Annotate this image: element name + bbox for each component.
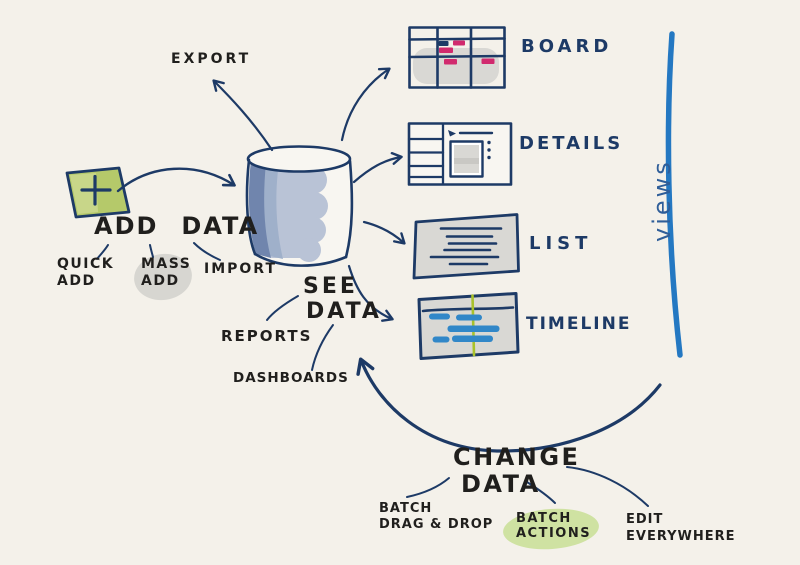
board-shading — [413, 48, 499, 84]
list-panel — [412, 213, 520, 280]
quick-add-label: QUICK ADD — [57, 256, 115, 289]
connector-change-to-edit — [566, 466, 649, 507]
arrow-sticky-to-database — [116, 167, 236, 193]
timeline-bars — [429, 313, 500, 343]
list-lines — [429, 227, 503, 266]
batch-drag-drop-label: BATCH DRAG & DROP — [379, 501, 494, 532]
plus-icon — [80, 174, 112, 206]
arrow-database-to-details — [352, 151, 403, 184]
cylinder-top — [246, 145, 352, 173]
connector-data-to-import — [193, 242, 221, 261]
connector-see-to-reports — [266, 295, 299, 321]
import-label: IMPORT — [204, 261, 278, 277]
timeline-header-line — [421, 306, 515, 313]
dashboards-label: DASHBOARDS — [233, 370, 349, 386]
data-word: DATA — [181, 212, 260, 240]
details-dots — [487, 140, 491, 160]
reports-label: REPORTS — [221, 327, 313, 345]
arrow-database-to-export — [212, 79, 274, 152]
view-label-board: BOARD — [521, 36, 613, 57]
views-bracket-line — [665, 31, 683, 358]
view-label-details: DETAILS — [519, 133, 624, 154]
edit-everywhere-label: EDIT EVERYWHERE — [626, 512, 736, 544]
add-word: ADD — [94, 212, 159, 240]
batch-actions-label: BATCH ACTIONS — [516, 511, 592, 541]
view-label-timeline: TIMELINE — [526, 314, 632, 334]
arrow-change-to-see — [356, 357, 662, 453]
connector-change-to-batch-drag — [406, 477, 450, 498]
board-view-thumbnail-icon — [408, 26, 506, 89]
connector-add-to-quick-add — [96, 244, 109, 260]
details-cursor-icon — [448, 130, 456, 137]
connector-change-to-batch-actions — [526, 481, 556, 504]
details-view-thumbnail-icon — [407, 122, 513, 186]
see-data-title: SEE DATA — [303, 274, 382, 324]
mass-add-label: MASS ADD — [141, 256, 192, 289]
arrow-database-to-board — [340, 67, 391, 142]
arrow-database-to-list — [362, 220, 406, 245]
view-label-list: LIST — [529, 233, 593, 254]
board-cards-pink — [439, 40, 495, 65]
arrow-database-to-timeline — [347, 264, 394, 322]
plus-sticky-note-icon — [65, 166, 131, 219]
cylinder-dark-band — [248, 160, 271, 258]
connector-see-to-dashboards — [311, 324, 334, 371]
sticky-shine — [70, 173, 98, 214]
database-cylinder-icon — [245, 145, 354, 267]
board-grid — [408, 26, 506, 89]
timeline-view-thumbnail-icon — [417, 292, 520, 360]
export-label: EXPORT — [171, 51, 252, 67]
board-card-navy — [438, 41, 449, 46]
list-view-thumbnail-icon — [412, 213, 520, 280]
batch-actions-highlight-blob — [503, 508, 599, 550]
add-data-title: ADD DATA — [94, 212, 260, 241]
connector-data-to-mass-add — [149, 244, 154, 258]
cylinder-outline — [245, 158, 354, 267]
details-image-band — [454, 158, 479, 164]
branch-connectors — [96, 242, 649, 507]
details-sidebar — [407, 122, 445, 186]
timeline-today-line — [471, 294, 476, 357]
change-data-title: CHANGE DATA — [453, 443, 581, 498]
views-axis-label: views — [648, 159, 676, 242]
mass-add-highlight-blob — [134, 253, 192, 301]
